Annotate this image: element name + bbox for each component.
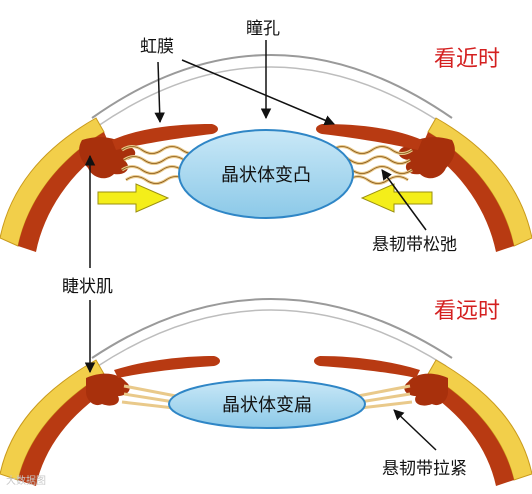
pointer-lines (84, 40, 437, 451)
lens-convex-label: 晶状体变凸 (221, 165, 311, 186)
arrow-push-right (360, 183, 433, 213)
ciliary-muscle-label: 睫状肌 (62, 277, 113, 297)
far-vision-title: 看远时 (434, 299, 500, 324)
near-vision-title: 看近时 (434, 47, 500, 72)
arrow-push-left (97, 183, 170, 213)
far-vision-eye (0, 298, 532, 486)
cornea-top (91, 54, 453, 119)
choroid-bottom-right (422, 374, 514, 486)
zonules-bottom-right (357, 384, 413, 410)
zonules-bottom-left (121, 384, 177, 410)
ciliary-muscle-bottom-right (404, 373, 448, 406)
cornea-top-inner (97, 66, 447, 127)
watermark: 大数据图 (6, 474, 46, 487)
zonule-taut-label: 悬韧带拉紧 (382, 459, 467, 479)
cornea-bottom (91, 298, 453, 359)
lens-flat (168, 379, 366, 429)
zonule-relaxed-label: 悬韧带松弛 (372, 235, 457, 255)
ciliary-muscle-bottom-left (86, 373, 130, 406)
lens-flat-label: 晶状体变扁 (222, 395, 312, 416)
lens-convex (178, 129, 354, 219)
pupil-label: 瞳孔 (246, 19, 280, 39)
iris-bottom-left (114, 356, 220, 378)
iris-top-right (316, 124, 422, 150)
choroid-bottom-left (18, 374, 110, 486)
cornea-bottom-inner (97, 309, 447, 367)
near-vision-eye (0, 54, 532, 252)
iris-label: 虹膜 (140, 37, 174, 57)
iris-bottom-right (314, 356, 420, 378)
iris-top-left (112, 124, 218, 150)
